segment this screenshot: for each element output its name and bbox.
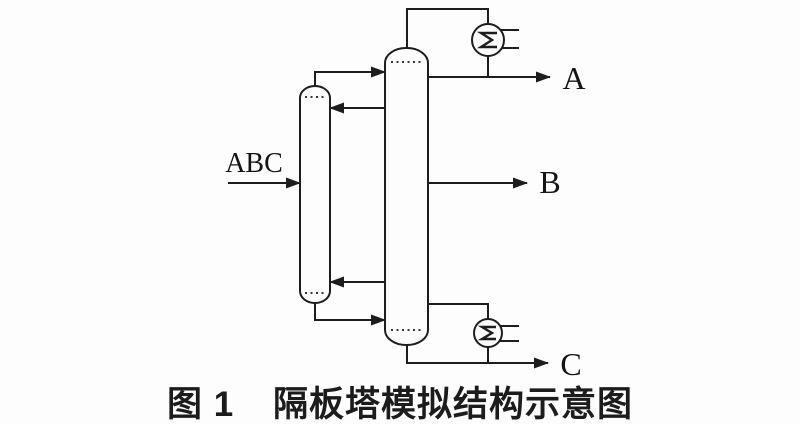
prefractionator-column — [299, 85, 331, 304]
reboiler-icon — [473, 318, 503, 348]
condenser-icon — [471, 23, 505, 57]
overhead-vapor-line — [406, 8, 489, 49]
product-c-label: C — [560, 346, 581, 382]
reboiler-sigma-symbol — [477, 325, 496, 341]
prefractionator-overhead-line — [314, 66, 386, 87]
feed-label: ABC — [225, 148, 283, 179]
product-a-label: A — [562, 60, 585, 96]
reboiler-feed-line — [428, 303, 489, 319]
reboiler-circle — [473, 318, 503, 348]
product-b-label: B — [539, 164, 560, 200]
condenser-circle — [471, 23, 505, 57]
prefractionator-bottoms-line — [314, 302, 386, 326]
figure-caption-number: 图 1 — [167, 385, 235, 424]
condenser-sigma-symbol — [476, 31, 497, 49]
figure-caption: 图 1 隔板塔模拟结构示意图 — [0, 376, 800, 425]
main-column — [384, 47, 429, 346]
product-c-line — [406, 344, 549, 369]
figure-caption-title: 隔板塔模拟结构示意图 — [272, 385, 633, 424]
